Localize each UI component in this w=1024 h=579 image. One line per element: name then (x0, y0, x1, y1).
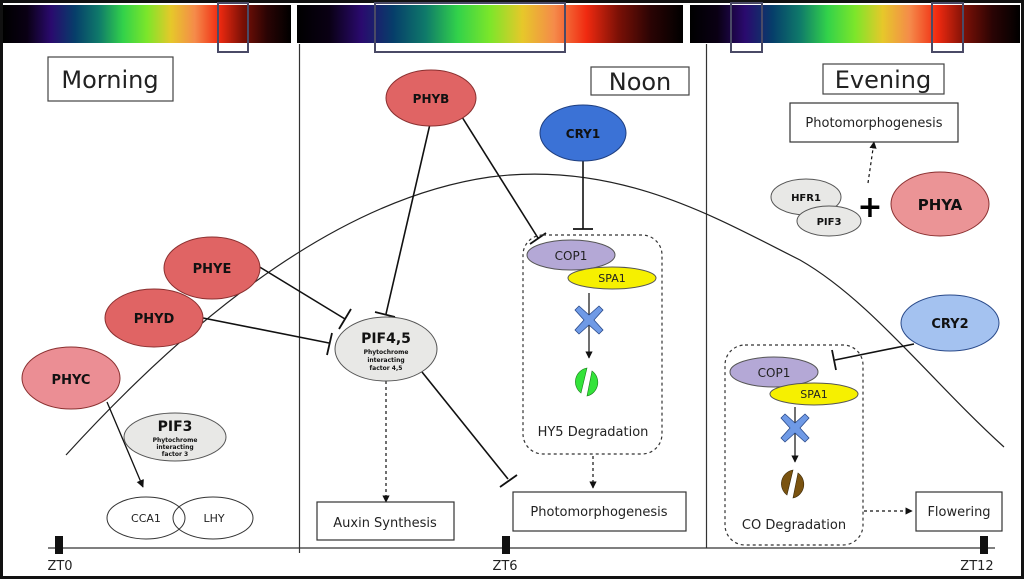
inhibit-bar (326, 332, 333, 356)
photomorphogenesis-noon-box: Photomorphogenesis (512, 491, 687, 532)
panel-title-morning: Morning (47, 56, 174, 102)
hy5-degraded-icon (575, 367, 599, 397)
noon-title: Noon (609, 68, 672, 96)
node-spa1-evening: SPA1 (769, 382, 859, 406)
co-degraded-icon (781, 469, 805, 499)
node-cry2: CRY2 (900, 294, 1000, 352)
edge-phya-photomorphogenesis (867, 141, 877, 184)
tick-zt12 (980, 536, 988, 554)
cry2-label: CRY2 (931, 317, 968, 332)
hy5-degradation-group (522, 234, 663, 455)
inhibit-bar (499, 474, 518, 488)
tick-label-zt0: ZT0 (47, 559, 72, 574)
panel-title-noon: Noon (590, 66, 690, 96)
hfr1-label: HFR1 (791, 193, 821, 204)
pif45-subtitle: interacting (367, 357, 404, 364)
tick-zt0 (55, 536, 63, 554)
panel-title-evening: Evening (822, 63, 945, 95)
photomorphogenesis-evening-box: Photomorphogenesis (789, 102, 959, 143)
pif3-subtitle: Phytochrome (153, 437, 198, 444)
cry1-label: CRY1 (566, 127, 600, 141)
co-degradation-label: CO Degradation (742, 518, 846, 533)
cop1-evening-label: COP1 (758, 366, 791, 380)
flowering-label: Flowering (927, 505, 990, 520)
blocked-x-icon (780, 413, 810, 443)
blocked-x-icon (574, 305, 604, 335)
pif3-subtitle: factor 3 (162, 451, 188, 458)
node-cca1: CCA1 (106, 496, 186, 540)
evening-title: Evening (835, 66, 931, 94)
pif45-subtitle: Phytochrome (364, 349, 409, 356)
pif45-subtitle: factor 4,5 (370, 365, 403, 372)
photomorphogenesis-evening-label: Photomorphogenesis (805, 116, 942, 131)
edge-pif45-photomorphogenesis (421, 371, 509, 480)
phya-label: PHYA (918, 196, 963, 214)
pif3-label: PIF3 (158, 419, 193, 435)
edge-phyb-cop1 (461, 116, 539, 239)
auxin-synthesis-box: Auxin Synthesis (316, 501, 455, 541)
photomorphogenesis-noon-label: Photomorphogenesis (530, 505, 667, 520)
inhibit-bar (338, 308, 352, 330)
pif45-label: PIF4,5 (361, 331, 411, 347)
edge-phye-pif45 (257, 265, 346, 320)
spa1-noon-label: SPA1 (598, 272, 625, 285)
node-cop1-evening: COP1 (729, 356, 819, 388)
edge-phyb-pif45 (385, 123, 431, 315)
node-cry1: CRY1 (539, 104, 627, 162)
cca1-label: CCA1 (131, 512, 161, 525)
tick-label-zt12: ZT12 (960, 559, 993, 574)
node-phye: PHYE (163, 236, 261, 300)
spectrum-highlight-far-red-evening (931, 2, 964, 53)
phye-label: PHYE (193, 262, 232, 277)
spectrum-highlight-blue-evening (730, 2, 763, 53)
node-pif3: PIF3 Phytochrome interacting factor 3 (123, 412, 227, 462)
spa1-evening-label: SPA1 (800, 388, 827, 401)
node-cop1-noon: COP1 (526, 239, 616, 271)
node-spa1-noon: SPA1 (567, 266, 657, 290)
edge-phyc-cca1 (106, 401, 144, 488)
edge-phyd-pif45 (202, 317, 330, 344)
spectrum-highlight-visible-noon (374, 2, 566, 53)
inhibit-bar (374, 311, 396, 318)
node-lhy: LHY (172, 496, 254, 540)
flowering-box: Flowering (915, 491, 1003, 532)
auxin-synthesis-label: Auxin Synthesis (333, 516, 437, 531)
inhibit-bar (831, 349, 837, 371)
spectrum-highlight-far-red-morning (217, 2, 249, 53)
spectrum-bar-noon (297, 5, 683, 43)
spectrum-bar-evening (690, 5, 1020, 43)
pif3-subtitle: interacting (156, 444, 193, 451)
co-degradation-group (724, 344, 864, 546)
phyb-label: PHYB (413, 92, 450, 106)
morning-title: Morning (61, 66, 158, 94)
tick-zt6 (502, 536, 510, 554)
node-phyd: PHYD (104, 288, 204, 348)
node-phyb: PHYB (385, 69, 477, 127)
node-pif3-evening: PIF3 (796, 205, 862, 237)
edge-cry2-cop1 (834, 343, 915, 361)
daylight-curve (65, 173, 1005, 456)
plus-icon: + (857, 190, 882, 225)
phyd-label: PHYD (134, 312, 175, 327)
spectrum-bar-morning (3, 5, 291, 43)
node-phya: PHYA (890, 171, 990, 237)
node-phyc: PHYC (21, 346, 121, 410)
lhy-label: LHY (203, 512, 224, 525)
phyc-label: PHYC (52, 373, 91, 388)
pif3-evening-label: PIF3 (817, 217, 842, 228)
hy5-degradation-label: HY5 Degradation (538, 425, 649, 440)
cop1-noon-label: COP1 (555, 249, 588, 263)
node-pif45: PIF4,5 Phytochrome interacting factor 4,… (334, 316, 438, 382)
tick-label-zt6: ZT6 (492, 559, 517, 574)
